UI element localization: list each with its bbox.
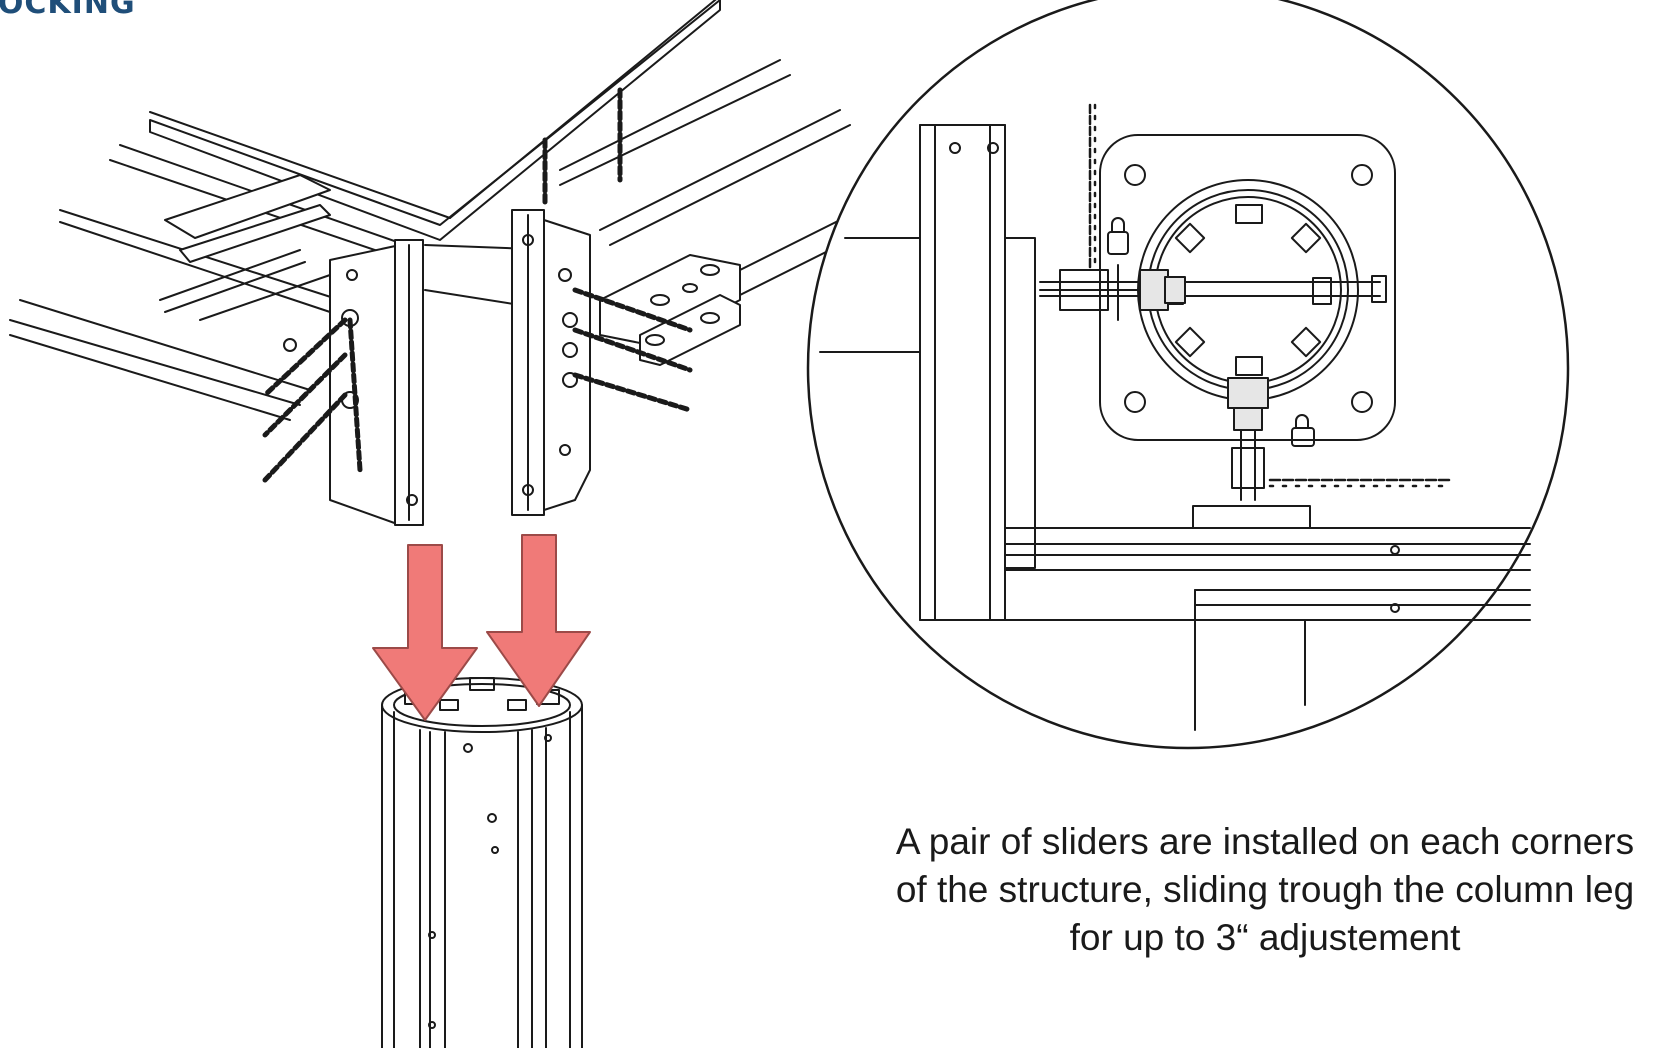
chains-left [262, 87, 623, 483]
chains-right [572, 287, 693, 413]
top-structure-frame [9, 0, 861, 526]
page-heading: DOCKING [0, 0, 136, 21]
magnified-detail-circle [806, 0, 1570, 750]
down-arrow-icon [372, 534, 591, 721]
detail-chains [1088, 103, 1452, 488]
caption-text: A pair of sliders are installed on each … [895, 821, 1635, 958]
column-leg [381, 677, 583, 1048]
